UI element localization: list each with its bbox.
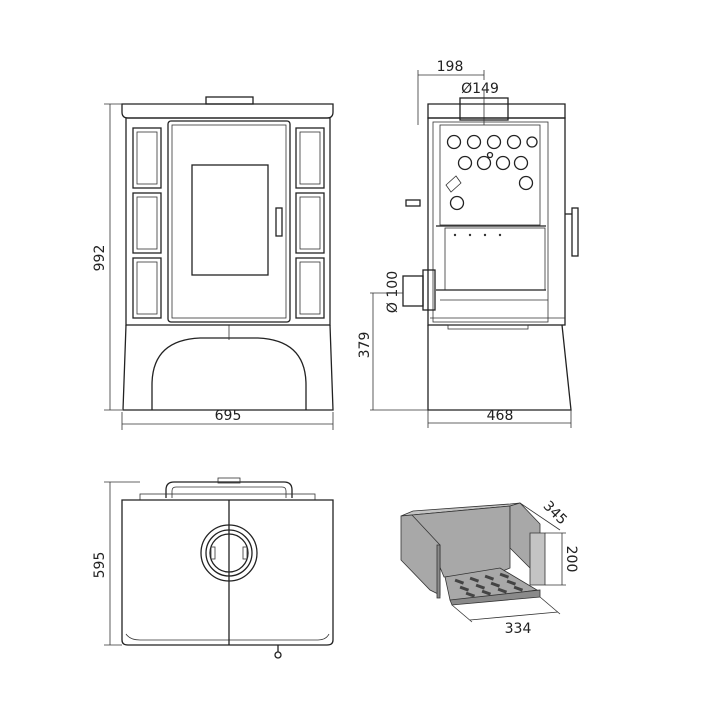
outlet-height-label: 379 <box>357 332 373 359</box>
grate-depth-label: 345 <box>540 498 570 528</box>
flue-diameter-label: Ø149 <box>461 81 499 97</box>
left-tiles <box>132 127 162 319</box>
side-depth-label: 468 <box>487 408 514 424</box>
front-view: 992 695 <box>92 96 334 430</box>
front-width-label: 695 <box>215 408 242 424</box>
front-height-label: 992 <box>92 245 108 272</box>
flue-offset-label: 198 <box>437 59 464 75</box>
grate-slots <box>454 572 524 598</box>
top-view: 595 <box>92 477 334 659</box>
side-view: 198 Ø149 Ø 100 379 468 <box>357 59 579 428</box>
grate-width-label: 334 <box>505 621 532 637</box>
outlet-diameter-label: Ø 100 <box>385 271 401 313</box>
grate-view: 345 200 334 <box>400 498 579 637</box>
top-depth-label: 595 <box>92 552 108 579</box>
side-holes <box>446 134 538 237</box>
grate-height-label: 200 <box>563 546 579 573</box>
right-tiles <box>295 127 325 319</box>
